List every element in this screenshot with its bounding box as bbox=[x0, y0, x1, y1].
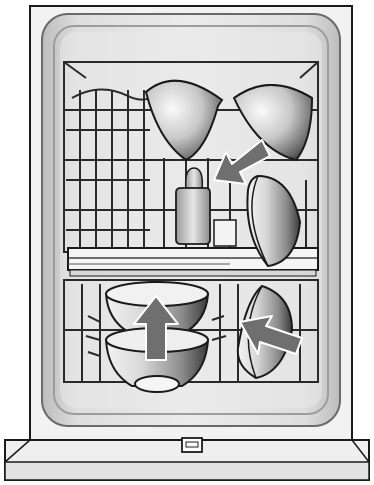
door-handle-icon bbox=[182, 438, 202, 452]
